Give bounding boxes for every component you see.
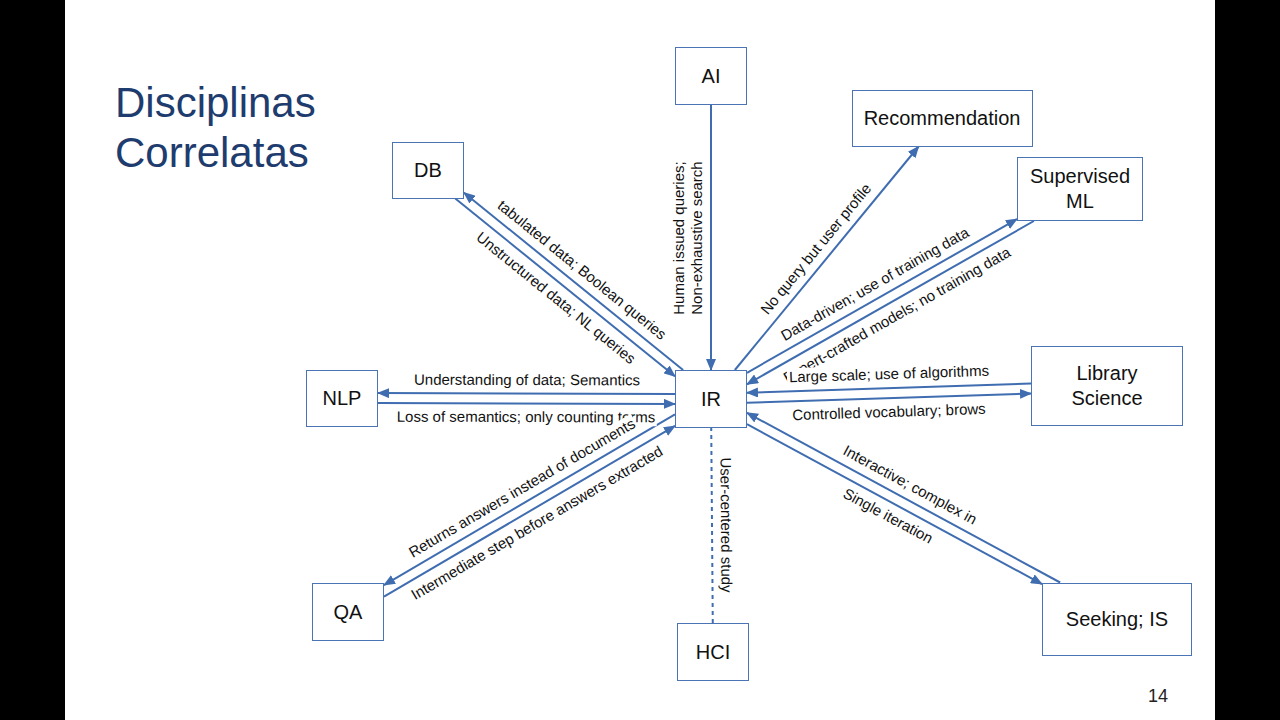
edge-label: Understanding of data; Semantics <box>412 370 642 389</box>
box-text: QA <box>334 600 363 625</box>
connector-arrow <box>735 147 919 371</box>
box-text: AI <box>702 64 721 89</box>
box-text: DB <box>414 158 442 183</box>
connector-arrow <box>384 426 675 597</box>
discipline-box: NLP <box>306 370 378 427</box>
connector-arrow <box>384 414 675 585</box>
slide-title: Disciplinas Correlatas <box>115 78 385 179</box>
connector-arrow <box>464 193 683 370</box>
box-text: Library Science <box>1042 361 1172 411</box>
discipline-box: Supervised ML <box>1017 157 1143 221</box>
edge-label: Controlled vocabulary; brows <box>790 400 988 424</box>
discipline-box: QA <box>312 583 384 641</box>
connector-arrow <box>747 413 1060 583</box>
discipline-box: Recommendation <box>852 90 1033 147</box>
connector-arrow <box>455 199 675 377</box>
connector-arrow <box>378 392 675 395</box>
connector-arrow <box>378 402 675 405</box>
discipline-box: AI <box>675 47 747 105</box>
box-text: IR <box>701 387 721 412</box>
box-text: Supervised ML <box>1028 164 1132 214</box>
discipline-box: IR <box>675 370 747 428</box>
box-text: HCI <box>696 640 730 665</box>
box-text: Recommendation <box>864 106 1021 131</box>
discipline-box: Seeking; IS <box>1042 583 1192 656</box>
connector-arrow <box>710 105 712 370</box>
page-number: 14 <box>1148 686 1168 707</box>
edge-label: User-centered study <box>716 456 735 595</box>
connector-arrow <box>747 424 1042 584</box>
connector-arrow <box>747 221 1034 384</box>
box-text: NLP <box>323 386 362 411</box>
letterbox-bar <box>1215 0 1280 720</box>
discipline-box: Library Science <box>1031 346 1183 426</box>
letterbox-bar <box>0 0 65 720</box>
box-text: Seeking; IS <box>1066 607 1168 632</box>
connector-arrow <box>711 428 713 623</box>
edge-label: Human issued queries; Non-exhaustive sea… <box>670 141 706 335</box>
discipline-box: DB <box>392 142 464 199</box>
discipline-box: HCI <box>677 623 749 681</box>
connector-arrow <box>747 393 1031 402</box>
